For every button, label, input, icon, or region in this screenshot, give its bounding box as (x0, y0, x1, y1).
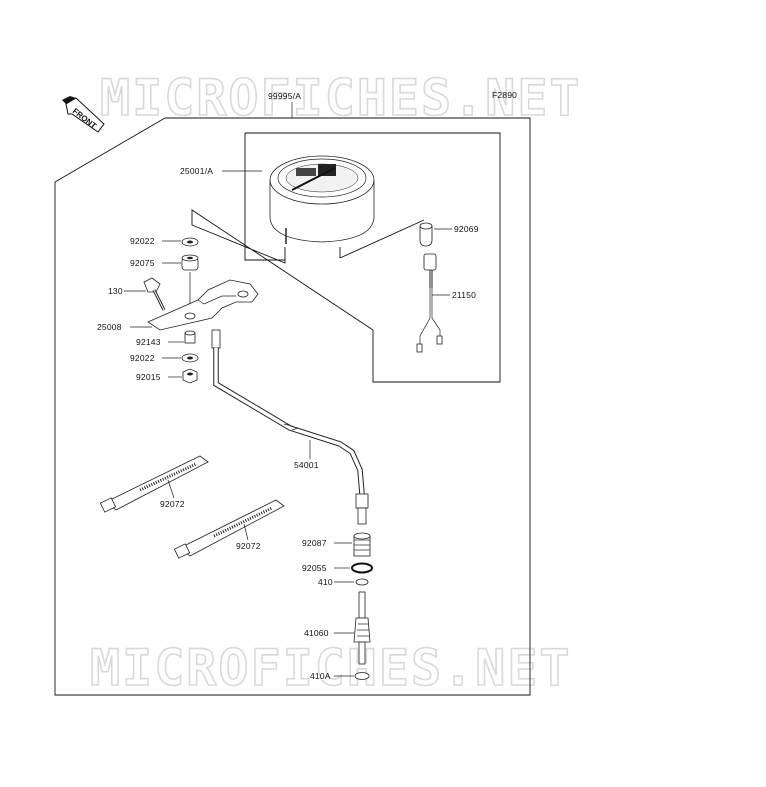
assembly-outline (54, 117, 531, 696)
oring-92055 (351, 562, 373, 574)
washer-410a (354, 672, 370, 680)
washer-92022-bottom (181, 353, 199, 363)
label-25001a: 25001/A (180, 166, 213, 176)
meter-subbox (191, 132, 501, 383)
grommet-92075 (181, 254, 199, 271)
front-arrow-icon: FRONT (62, 96, 105, 133)
label-54001: 54001 (294, 460, 319, 470)
label-92072-lower: 92072 (236, 541, 261, 551)
speedometer-meter (269, 155, 375, 244)
washer-410 (355, 578, 369, 586)
label-92087: 92087 (302, 538, 327, 548)
label-92069: 92069 (454, 224, 479, 234)
cable-tie-upper (99, 455, 209, 513)
label-92022-top: 92022 (130, 236, 155, 246)
label-410a: 410A (310, 671, 331, 681)
figure-code: F2890 (492, 90, 517, 100)
label-25008: 25008 (97, 322, 122, 332)
bolt-130 (143, 277, 166, 311)
watermark-bottom: MICROFICHES.NET (90, 639, 572, 697)
bulb-cap (419, 222, 433, 247)
nut-92015 (182, 368, 198, 384)
label-92055: 92055 (302, 563, 327, 573)
label-92143: 92143 (136, 337, 161, 347)
label-92075: 92075 (130, 258, 155, 268)
label-130: 130 (108, 286, 123, 296)
speedometer-cable (211, 329, 369, 525)
gear-shaft-41060 (353, 591, 371, 665)
label-99995a: 99995/A (268, 91, 301, 101)
collar-92143 (184, 330, 196, 344)
label-92072-upper: 92072 (160, 499, 185, 509)
bracket-25008 (147, 279, 259, 331)
fitting-92087 (353, 532, 371, 557)
label-92015: 92015 (136, 372, 161, 382)
washer-92022-top (181, 237, 199, 247)
label-41060: 41060 (304, 628, 329, 638)
label-21150: 21150 (452, 290, 476, 300)
label-410: 410 (318, 577, 333, 587)
cable-tie-lower (173, 499, 285, 559)
label-92022-bottom: 92022 (130, 353, 155, 363)
bulb-harness (416, 253, 443, 353)
